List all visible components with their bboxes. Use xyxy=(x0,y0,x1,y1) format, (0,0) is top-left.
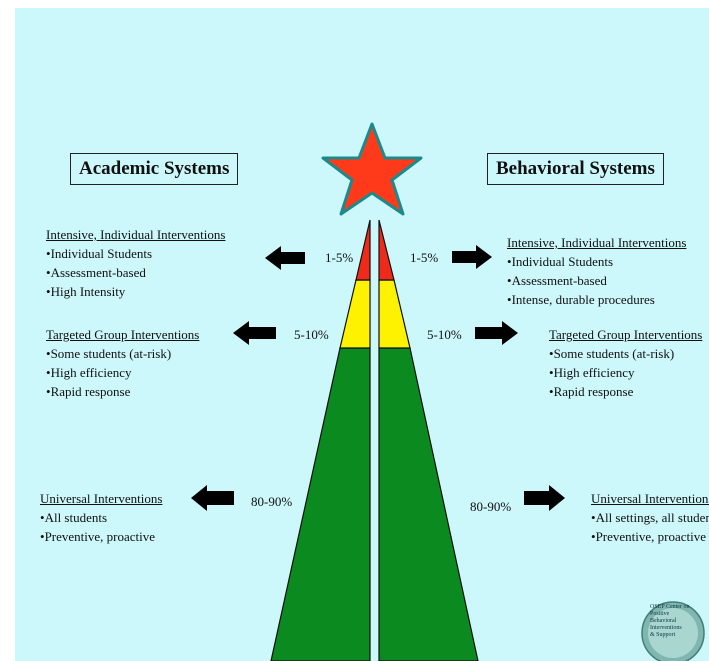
behavioral-targeted-block: Targeted Group Interventions Some studen… xyxy=(549,325,702,401)
academic-intensive-block: Intensive, Individual Interventions Indi… xyxy=(46,225,225,301)
academic-systems-title: Academic Systems xyxy=(70,153,239,185)
behavioral-universal-arrow-icon xyxy=(524,485,565,511)
academic-targeted-heading: Targeted Group Interventions xyxy=(46,327,200,342)
behavioral-universal-heading: Universal Interventions xyxy=(591,491,709,506)
behavioral-targeted-tier xyxy=(378,279,411,349)
academic-intensive-percent: 1-5% xyxy=(325,250,354,265)
list-item: Assessment-based xyxy=(507,271,686,290)
list-item: Individual Students xyxy=(46,244,225,263)
behavioral-universal-percent: 80-90% xyxy=(470,499,512,514)
academic-intensive-arrow-icon xyxy=(265,246,305,270)
list-item: Preventive, proactive xyxy=(40,527,162,546)
academic-targeted-block: Targeted Group Interventions Some studen… xyxy=(46,325,199,401)
list-item: Some students (at-risk) xyxy=(549,344,702,363)
list-item: High efficiency xyxy=(549,363,702,382)
list-item: Rapid response xyxy=(46,382,199,401)
list-item: Some students (at-risk) xyxy=(46,344,199,363)
list-item: Preventive, proactive xyxy=(591,527,709,546)
list-item: All students xyxy=(40,508,162,527)
behavioral-intensive-percent: 1-5% xyxy=(410,250,439,265)
academic-targeted-arrow-icon xyxy=(233,321,276,345)
list-item: High Intensity xyxy=(46,282,225,301)
behavioral-intensive-arrow-icon xyxy=(452,245,492,269)
academic-intensive-heading: Intensive, Individual Interventions xyxy=(46,227,226,242)
list-item: Assessment-based xyxy=(46,263,225,282)
list-item: Individual Students xyxy=(507,252,686,271)
behavioral-targeted-heading: Targeted Group Interventions xyxy=(549,327,703,342)
list-item: Rapid response xyxy=(549,382,702,401)
behavioral-universal-block: Universal Interventions All settings, al… xyxy=(591,489,709,546)
academic-universal-percent: 80-90% xyxy=(251,494,293,509)
behavioral-targeted-arrow-icon xyxy=(475,321,518,345)
list-item: All settings, all students xyxy=(591,508,709,527)
behavioral-systems-title: Behavioral Systems xyxy=(487,153,664,185)
behavioral-intensive-block: Intensive, Individual Interventions Indi… xyxy=(507,233,686,309)
list-item: High efficiency xyxy=(46,363,199,382)
star-icon xyxy=(321,122,423,216)
academic-universal-heading: Universal Interventions xyxy=(40,491,163,506)
pbis-logo-text: OSEP Center on Positive Behavioral Inter… xyxy=(650,604,690,638)
academic-targeted-percent: 5-10% xyxy=(294,327,329,342)
behavioral-targeted-percent: 5-10% xyxy=(427,327,462,342)
pbis-logo xyxy=(641,601,705,661)
academic-targeted-tier xyxy=(339,279,371,349)
academic-universal-block: Universal Interventions All students Pre… xyxy=(40,489,162,546)
academic-universal-arrow-icon xyxy=(191,485,234,511)
behavioral-intensive-heading: Intensive, Individual Interventions xyxy=(507,235,687,250)
behavioral-universal-tier xyxy=(378,347,479,661)
list-item: Intense, durable procedures xyxy=(507,290,686,309)
behavioral-intensive-tier xyxy=(378,219,395,281)
academic-intensive-tier xyxy=(355,219,371,281)
